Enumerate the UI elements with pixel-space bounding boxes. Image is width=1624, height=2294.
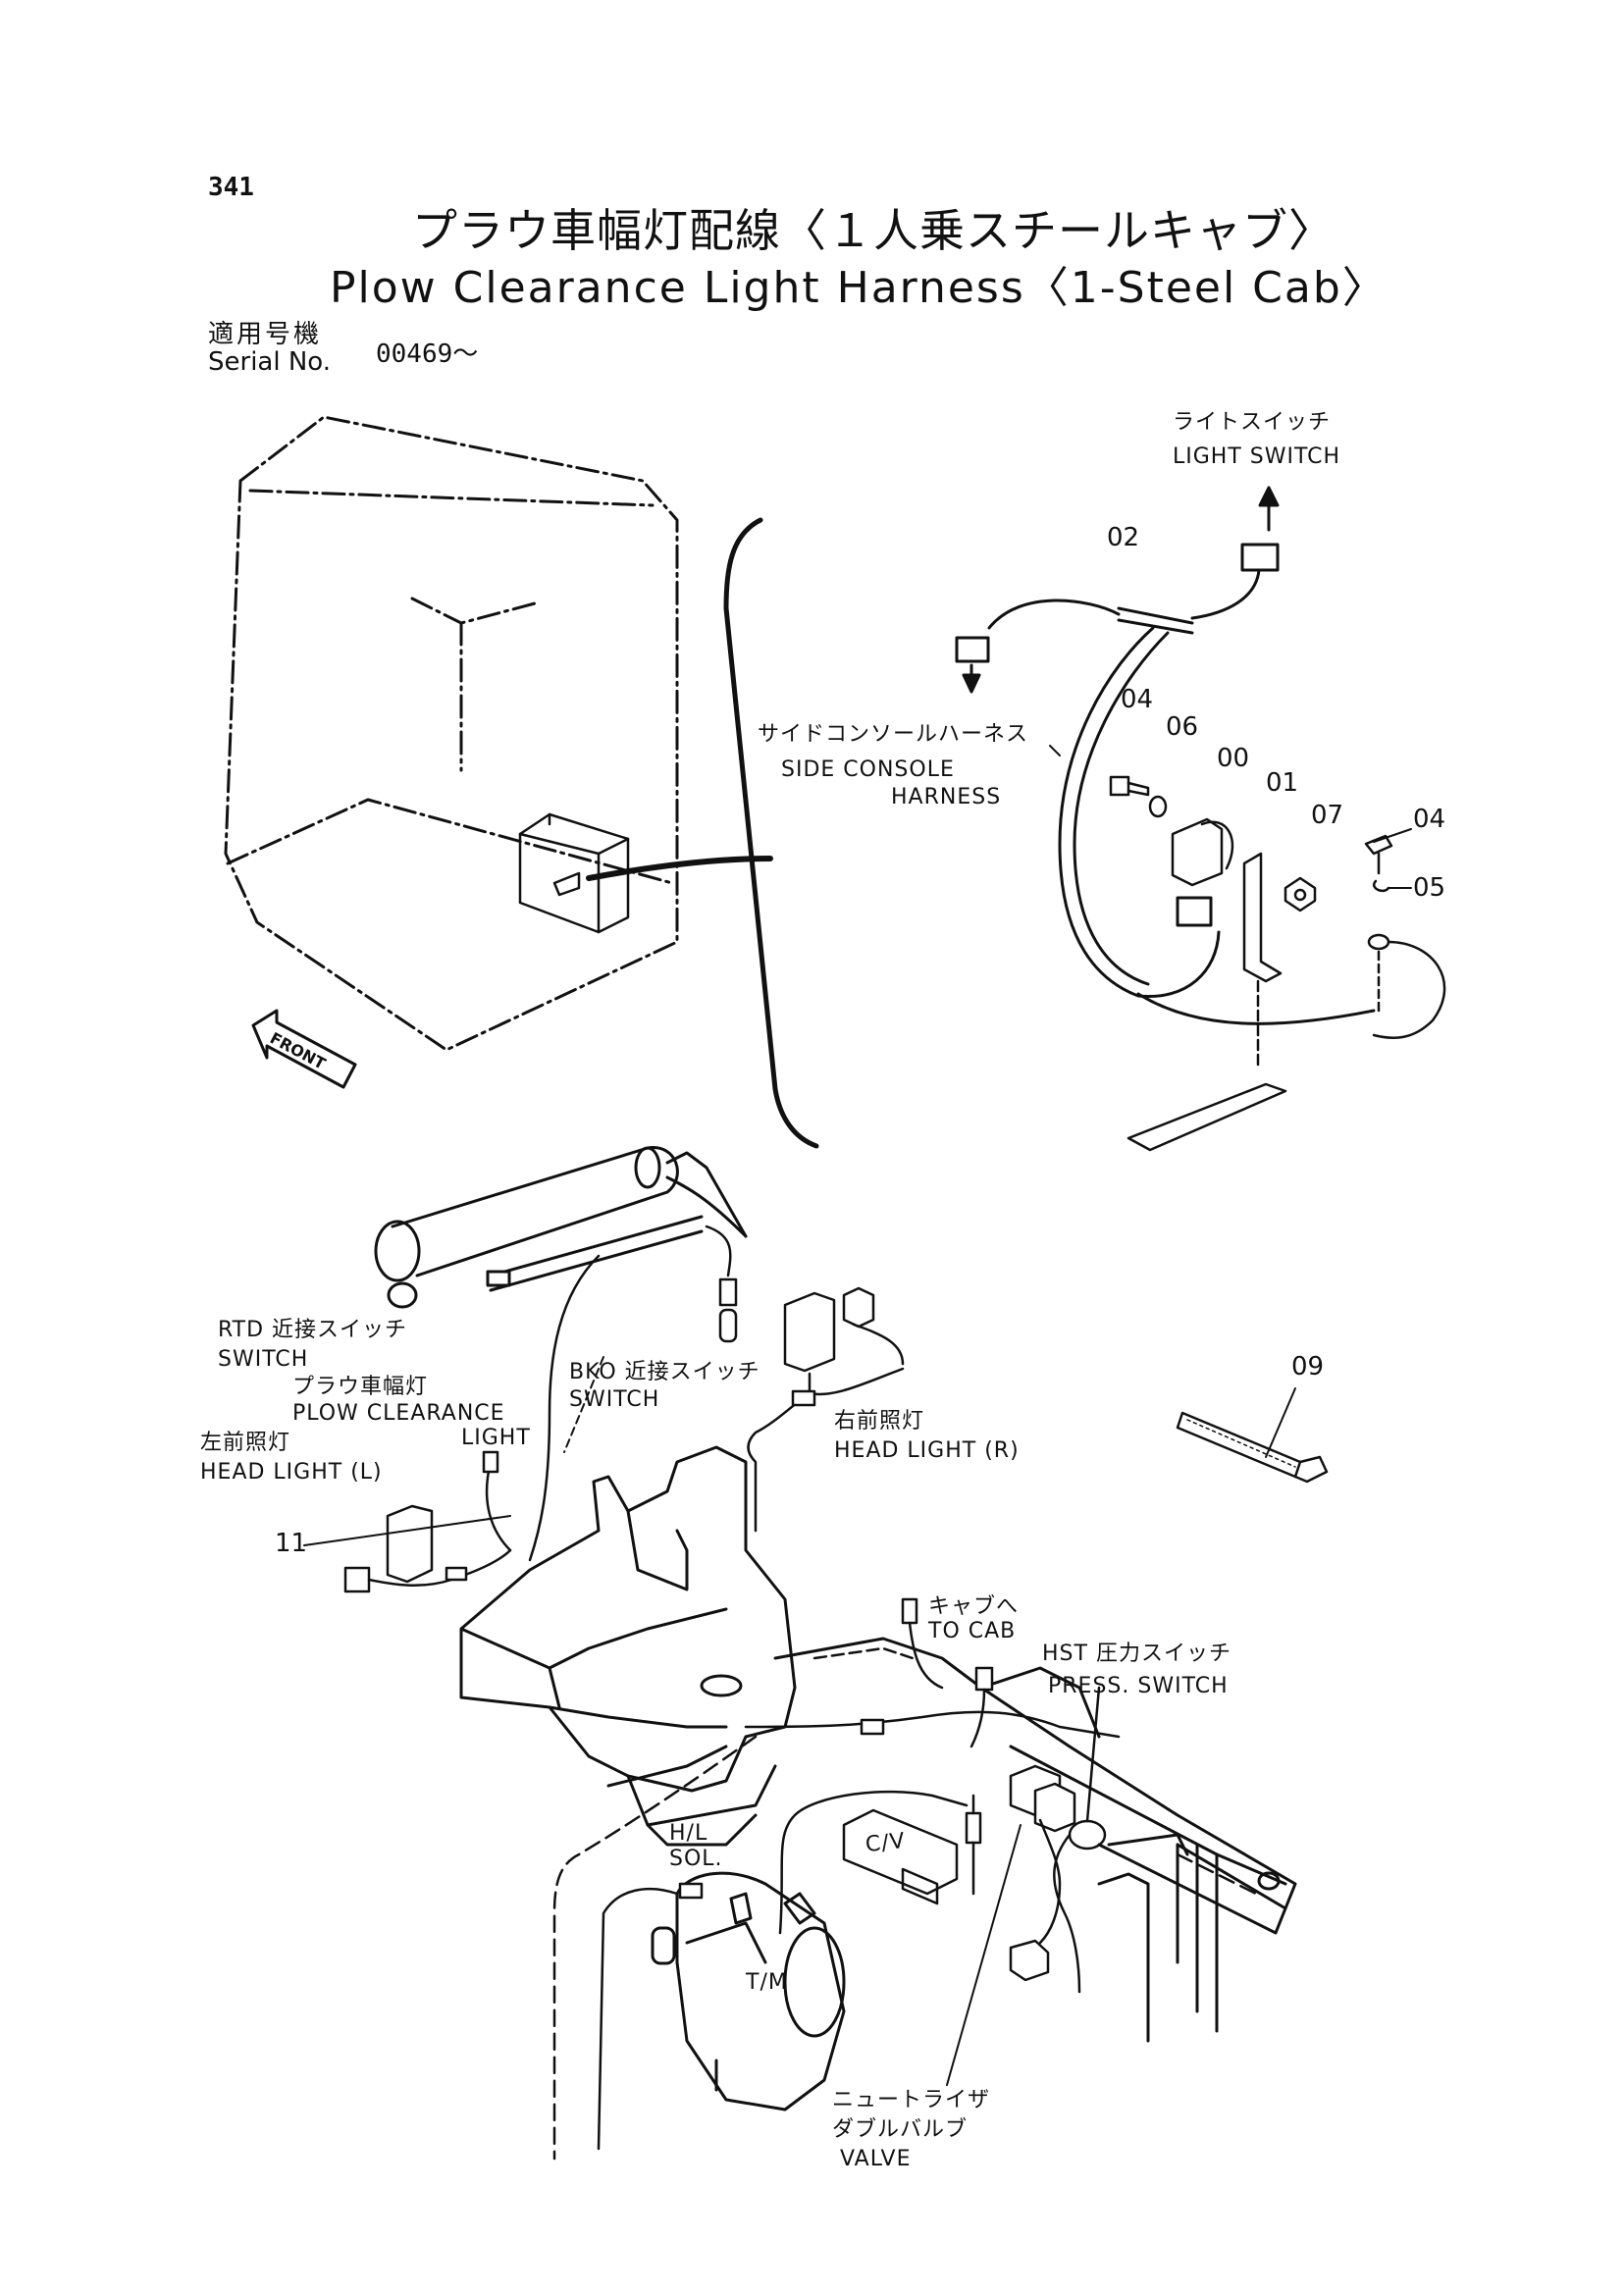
hl-sol-wiring — [597, 1790, 969, 2151]
hl-sol-label-2: SOL. — [669, 1847, 723, 1871]
rtd-switch-label-en: SWITCH — [218, 1347, 309, 1372]
part-number-02: 02 — [1107, 523, 1140, 552]
hst-switch-label-jp: HST 圧力スイッチ — [1042, 1642, 1231, 1666]
front-arrow-icon — [251, 1009, 357, 1089]
plow-light-label-en-2: LIGHT — [461, 1426, 531, 1450]
part-bolt-04b — [1364, 834, 1393, 893]
side-console-label-jp: サイドコンソールハーネス — [758, 722, 1029, 747]
bko-switch — [783, 1286, 905, 1396]
main-harness-upper — [528, 1254, 816, 1562]
part-bracket-01 — [1126, 852, 1287, 1152]
part-number-04: 04 — [1121, 685, 1154, 714]
control-valve-label: C/V — [864, 1828, 907, 1858]
part-number-09: 09 — [1291, 1352, 1325, 1382]
headlight-left-label-jp: 左前照灯 — [200, 1431, 291, 1455]
side-console-label-en-2: HARNESS — [891, 785, 1002, 809]
plow-light-label-jp: プラウ車幅灯 — [292, 1375, 429, 1399]
valve-label-en: VALVE — [840, 2147, 912, 2171]
lower-leaders — [303, 1356, 1296, 2086]
rtd-switch — [705, 1225, 738, 1343]
to-cab-label-jp: キャブへ — [928, 1594, 1020, 1619]
part-number-04b: 04 — [1413, 805, 1446, 834]
side-console-label-en-1: SIDE CONSOLE — [781, 757, 955, 782]
hst-switch-label-en: PRESS. SWITCH — [1048, 1674, 1229, 1698]
chassis-frame — [459, 1445, 797, 1847]
part-number-11: 11 — [275, 1529, 308, 1558]
light-switch-harness — [955, 486, 1376, 1025]
rtd-cylinder — [374, 1146, 748, 1309]
serial-label-english: Serial No. — [208, 347, 331, 377]
light-switch-label-jp: ライトスイッチ — [1173, 410, 1332, 435]
headlight-right-label-jp: 右前照灯 — [834, 1409, 925, 1434]
plow-light-label-en-1: PLOW CLEARANCE — [292, 1401, 505, 1426]
part-number-07: 07 — [1311, 801, 1344, 830]
control-valve — [842, 1794, 982, 1905]
cab-console-box — [518, 812, 630, 934]
headlight-right-label-en: HEAD LIGHT (R) — [834, 1438, 1020, 1463]
bko-switch-label-en: SWITCH — [569, 1387, 660, 1412]
right-frame — [773, 1637, 1297, 2043]
title-english: Plow Clearance Light Harness〈1-Steel Cab… — [330, 263, 1388, 313]
serial-value: 00469～ — [376, 339, 479, 369]
part-number-01: 01 — [1266, 768, 1299, 798]
detail-bracket — [723, 517, 819, 1149]
part-washer-06 — [1148, 795, 1168, 818]
serial-label-japanese: 適用号機 — [208, 320, 323, 349]
detail-leaders — [1049, 745, 1412, 889]
bko-switch-label-jp: BKO 近接スイッチ — [569, 1360, 760, 1384]
to-cab-harness — [744, 1597, 1121, 1748]
headlight-left — [343, 1450, 512, 1593]
part-cable-tie-09 — [1176, 1411, 1329, 1484]
part-number-00: 00 — [1217, 744, 1250, 773]
part-number-05: 05 — [1413, 873, 1446, 903]
rtd-switch-label-jp: RTD 近接スイッチ — [218, 1318, 408, 1342]
cab-outline — [224, 415, 679, 1052]
hl-sol-label-1: H/L — [669, 1821, 708, 1846]
transmission-label: T/M — [746, 1970, 788, 1995]
transmission — [651, 1871, 846, 2112]
valve-label-jp-2: ダブルバルブ — [832, 2117, 969, 2142]
part-number-06: 06 — [1166, 712, 1199, 742]
light-switch-label-en: LIGHT SWITCH — [1173, 444, 1341, 469]
part-connector-00 — [1171, 817, 1234, 887]
lower-dashed-lines — [552, 1735, 1258, 2161]
hst-press-switch — [1009, 1686, 1107, 1994]
valve-label-jp-1: ニュートライザ — [832, 2088, 991, 2112]
to-cab-label-en: TO CAB — [928, 1619, 1017, 1643]
headlight-left-label-en: HEAD LIGHT (L) — [200, 1460, 383, 1485]
part-nut-07 — [1283, 876, 1317, 912]
title-japanese: プラウ車幅灯配線〈１人乗スチールキャブ〉 — [412, 204, 1335, 257]
part-bolt-04 — [1109, 775, 1150, 797]
page-number: 341 — [208, 173, 254, 202]
part-ground-terminal-05 — [1367, 933, 1446, 1040]
